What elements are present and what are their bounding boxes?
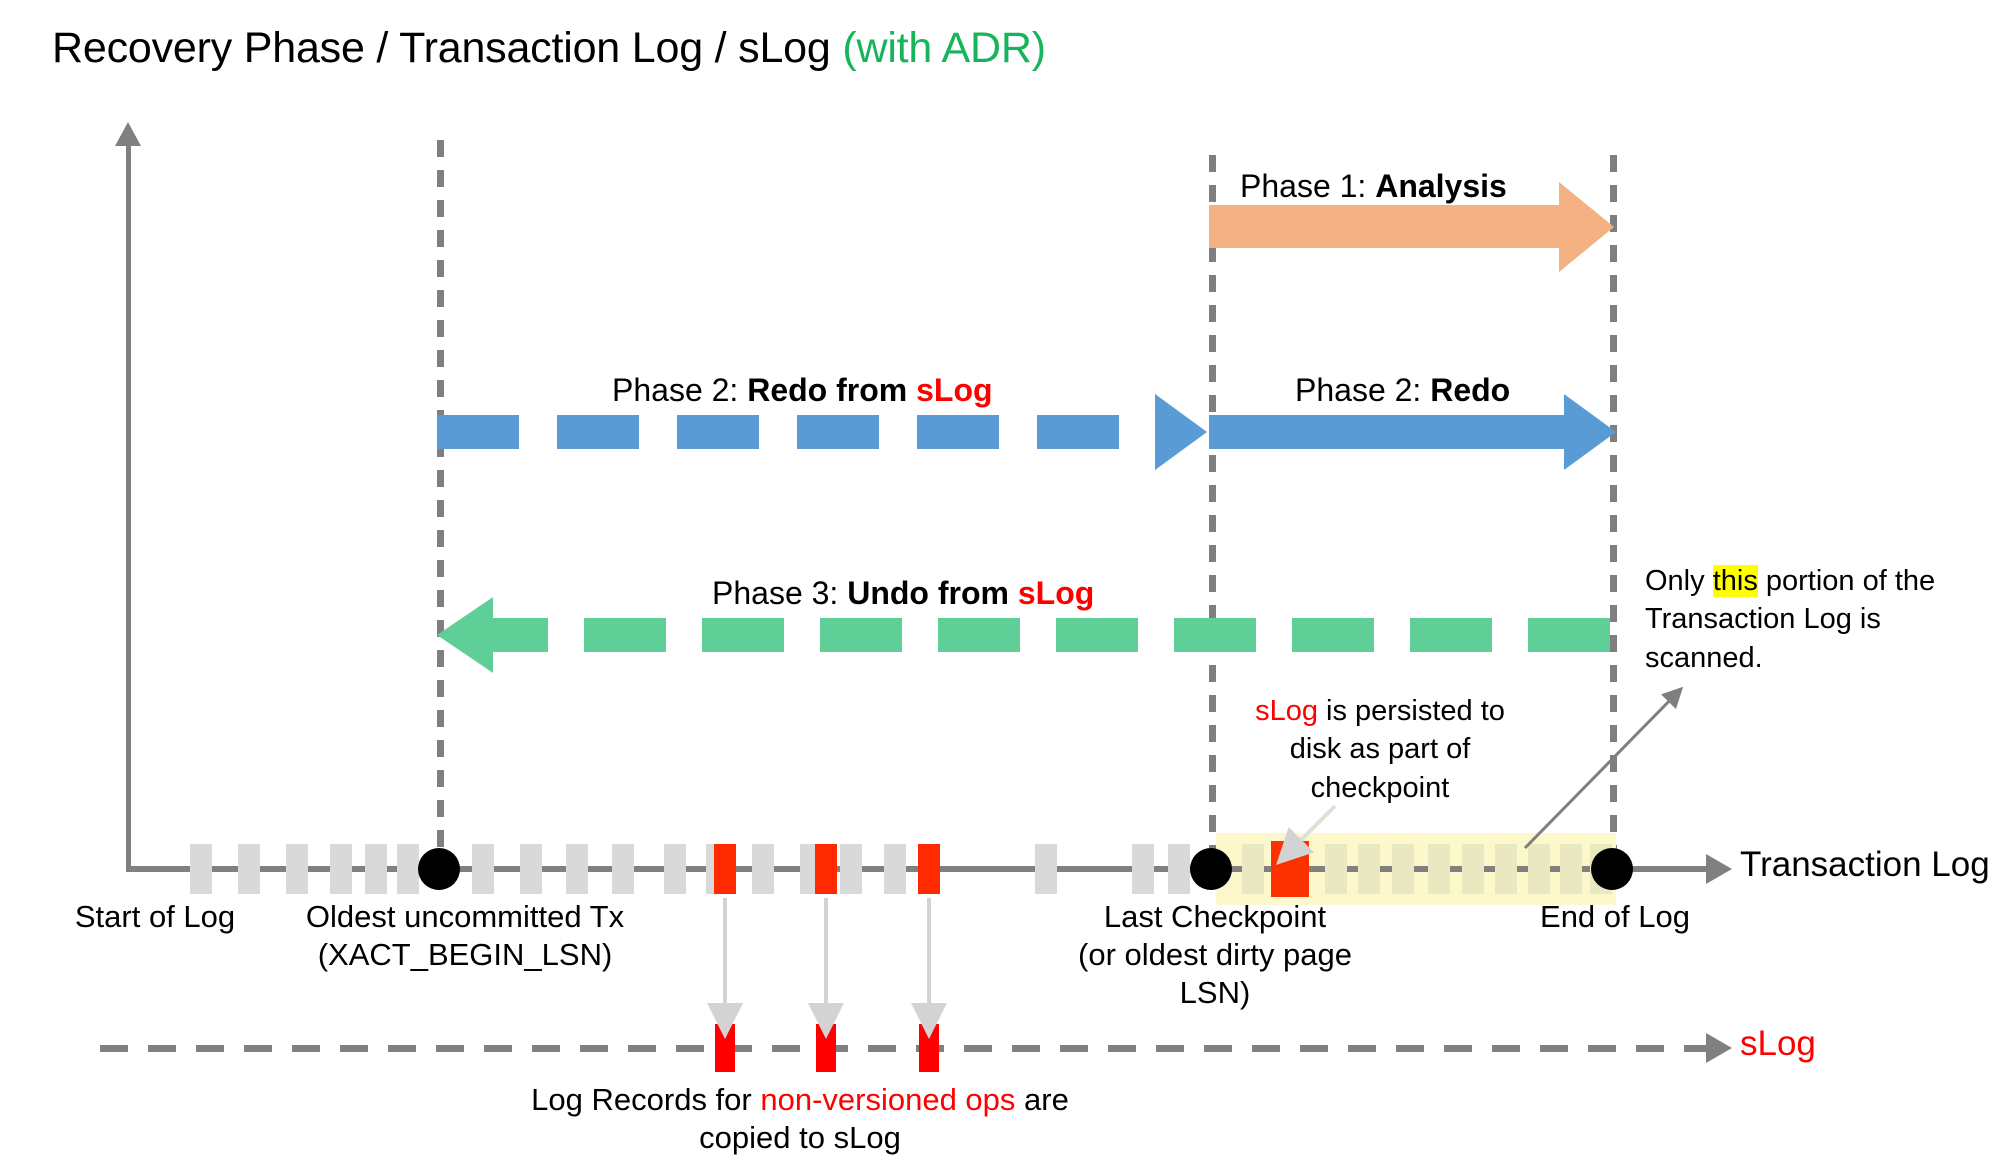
slog-records-emphasis: non-versioned ops (760, 1082, 1016, 1117)
slog-checkpoint-record (1271, 841, 1309, 897)
log-record-in-scan-band (1325, 844, 1347, 894)
label-start-of-log: Start of Log (74, 899, 236, 934)
log-record (190, 844, 212, 894)
slog-arrowhead-icon (1706, 1033, 1732, 1063)
log-record (397, 844, 419, 894)
phase-2a-emphasis: sLog (916, 372, 993, 408)
label-last-checkpoint: Last Checkpoint (or oldest dirty page LS… (1060, 898, 1370, 1011)
note-slog-persisted-to-disk: sLog is persisted to disk as part of che… (1235, 692, 1525, 807)
slog-record (715, 1024, 735, 1072)
log-record (286, 844, 308, 894)
guide-line-last-checkpoint (1209, 155, 1216, 872)
phase-1-name: Analysis (1375, 168, 1507, 204)
title-adr-suffix: (with ADR) (842, 24, 1046, 72)
log-record (664, 844, 686, 894)
guide-line-end-of-log (1610, 155, 1617, 872)
log-record-in-scan-band (1528, 844, 1550, 894)
log-record (752, 844, 774, 894)
slog-axis-line (100, 1045, 1710, 1052)
label-end-of-log: End of Log (1540, 899, 1690, 934)
scan-note-leader-arrow-icon (1523, 686, 1684, 850)
phase-3-prefix: Phase 3: (712, 575, 848, 611)
y-axis-line (126, 140, 131, 872)
log-record-in-scan-band (1428, 844, 1450, 894)
phase-3-undo-from-slog-arrow-body (493, 618, 1610, 652)
phase-2a-name: Redo from (747, 372, 917, 408)
page-title: Recovery Phase / Transaction Log / sLog … (52, 24, 1046, 73)
log-record-in-scan-band (1560, 844, 1582, 894)
log-record (1168, 844, 1190, 894)
slog-record (919, 1024, 939, 1072)
log-record-in-scan-band (1358, 844, 1380, 894)
slog-records-post: are copied to sLog (699, 1082, 1069, 1155)
slog-records-pre: Log Records for (531, 1082, 761, 1117)
log-record (365, 844, 387, 894)
log-record-in-scan-band (1392, 844, 1414, 894)
phase-3-label: Phase 3: Undo from sLog (712, 575, 1094, 612)
phase-1-label: Phase 1: Analysis (1240, 168, 1507, 205)
phase-2-redo-arrow-body (1209, 415, 1564, 449)
marker-last-checkpoint (1190, 848, 1232, 890)
label-oldest-uncommitted-tx: Oldest uncommitted Tx (XACT_BEGIN_LSN) (265, 898, 665, 974)
checkpoint-note-rest: is persisted to disk as part of checkpoi… (1289, 695, 1505, 804)
phase-1-analysis-arrow-body (1209, 205, 1559, 248)
slog-axis-label: sLog (1740, 1024, 1816, 1063)
log-record (520, 844, 542, 894)
phase-1-analysis-arrowhead-icon (1559, 182, 1614, 272)
y-axis-arrowhead-icon (115, 122, 141, 146)
phase-2-redo-from-slog-arrow-body (437, 415, 1154, 449)
phase-3-name: Undo from (847, 575, 1018, 611)
phase-2-redo-label: Phase 2: Redo (1295, 372, 1510, 409)
phase-2-redo-from-slog-label: Phase 2: Redo from sLog (612, 372, 993, 409)
checkpoint-note-emphasis: sLog (1255, 695, 1318, 727)
scan-note-post: portion of the Transaction Log is scanne… (1645, 565, 1936, 674)
scan-note-pre: Only (1645, 565, 1713, 597)
log-record (566, 844, 588, 894)
phase-2b-name: Redo (1430, 372, 1511, 408)
log-record-in-scan-band (1462, 844, 1484, 894)
non-versioned-log-record (918, 844, 940, 894)
transaction-log-arrowhead-icon (1706, 854, 1732, 884)
phase-2b-prefix: Phase 2: (1295, 372, 1431, 408)
non-versioned-log-record (815, 844, 837, 894)
phase-2-redo-from-slog-arrowhead-icon (1155, 394, 1207, 470)
slog-record (816, 1024, 836, 1072)
non-versioned-log-record (714, 844, 736, 894)
guide-line-oldest-tx (437, 140, 444, 872)
log-record (330, 844, 352, 894)
log-record (840, 844, 862, 894)
log-record (1035, 844, 1057, 894)
label-oldest-tx-line2: (XACT_BEGIN_LSN) (317, 936, 613, 972)
log-record-in-scan-band (1495, 844, 1517, 894)
log-record (612, 844, 634, 894)
log-record (1132, 844, 1154, 894)
phase-2a-prefix: Phase 2: (612, 372, 748, 408)
transaction-log-axis-label: Transaction Log (1740, 845, 1990, 884)
label-oldest-tx-line1: Oldest uncommitted Tx (305, 899, 625, 934)
title-main: Recovery Phase / Transaction Log / sLog (52, 24, 843, 72)
marker-end-of-log (1591, 848, 1633, 890)
phase-2-redo-arrowhead-icon (1564, 394, 1616, 470)
phase-3-emphasis: sLog (1017, 575, 1095, 611)
log-record-in-scan-band (1242, 844, 1264, 894)
log-record (884, 844, 906, 894)
label-last-checkpoint-title: Last Checkpoint (1103, 899, 1327, 934)
phase-3-undo-from-slog-arrowhead-icon (437, 597, 493, 673)
label-slog-records-note: Log Records for non-versioned ops are co… (500, 1081, 1100, 1157)
scan-note-highlight: this (1712, 565, 1758, 597)
log-record (238, 844, 260, 894)
label-last-checkpoint-sub: (or oldest dirty page LSN) (1078, 936, 1352, 1010)
log-record (472, 844, 494, 894)
note-scanned-portion: Only this portion of the Transaction Log… (1645, 562, 1990, 677)
marker-oldest-uncommitted-tx (418, 848, 460, 890)
phase-1-prefix: Phase 1: (1240, 168, 1376, 204)
